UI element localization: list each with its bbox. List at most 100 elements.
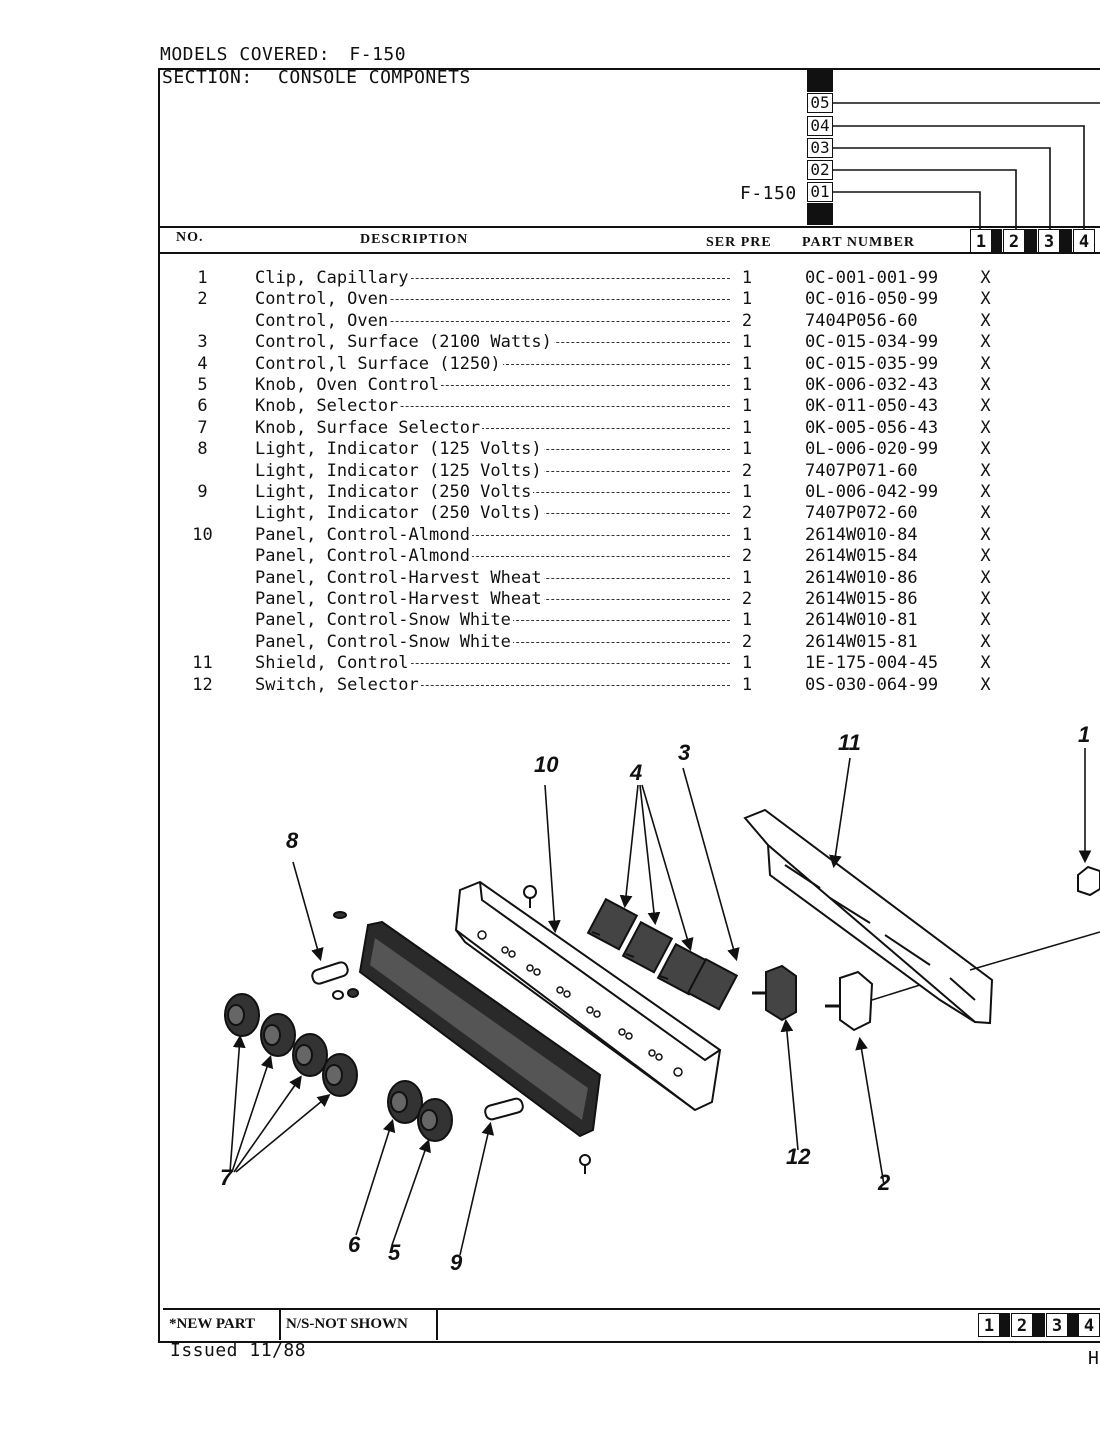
part-no: 1 bbox=[197, 268, 208, 288]
table-row: 12 Switch, Selector 1 0S-030-064-99 X bbox=[0, 674, 1100, 696]
part-description: Panel, Control-Harvest Wheat bbox=[255, 589, 730, 610]
part-no: 12 bbox=[192, 674, 213, 695]
control-knob-shafts-icon bbox=[591, 931, 669, 980]
part-description: Knob, Surface Selector bbox=[255, 417, 730, 439]
model-col-2: 2 bbox=[1003, 229, 1025, 253]
part-description-text: Control, Oven bbox=[255, 289, 391, 310]
header-rule-bottom bbox=[158, 252, 1100, 254]
part-description: Control,l Surface (1250) bbox=[255, 353, 730, 375]
callout-9: 9 bbox=[450, 1250, 463, 1275]
capillary-line bbox=[969, 931, 1100, 971]
part-number: 0S-030-064-99 bbox=[805, 674, 939, 695]
part-description-text: Light, Indicator (250 Volts) bbox=[255, 503, 544, 524]
part-ser-pre: 1 bbox=[741, 482, 753, 502]
model-col-divider bbox=[1060, 229, 1072, 253]
model-col-3: 3 bbox=[1038, 229, 1060, 253]
part-description: Knob, Oven Control bbox=[255, 375, 730, 396]
part-description: Light, Indicator (125 Volts) bbox=[255, 460, 730, 482]
callout-6: 6 bbox=[348, 1232, 361, 1257]
part-number: 2614W010-86 bbox=[805, 567, 918, 588]
part-description: Light, Indicator (125 Volts) bbox=[255, 439, 730, 460]
selector-knob-icon bbox=[387, 1080, 423, 1124]
model-code: F-150 bbox=[740, 183, 797, 204]
part-description-text: Light, Indicator (250 Volts bbox=[255, 482, 534, 502]
clip-capillary-icon bbox=[1077, 865, 1100, 897]
footer-new-part: *NEW PART bbox=[165, 1310, 281, 1340]
part-number: 0C-015-034-99 bbox=[805, 332, 939, 353]
part-ser-pre: 2 bbox=[741, 631, 753, 652]
part-no: 3 bbox=[197, 332, 208, 353]
screw-icon bbox=[523, 885, 591, 1174]
section-title: SECTION: CONSOLE COMPONETS bbox=[162, 67, 471, 88]
part-ser-pre: 2 bbox=[741, 460, 753, 481]
part-no: 2 bbox=[197, 289, 208, 310]
part-description: Shield, Control bbox=[255, 653, 730, 674]
part-ser-pre: 1 bbox=[741, 289, 753, 310]
part-number: 2614W010-81 bbox=[805, 610, 918, 631]
part-description-text: Control, Oven bbox=[255, 310, 391, 331]
part-applies-mark: X bbox=[980, 653, 991, 674]
parts-sheet-frame bbox=[158, 68, 1100, 1343]
footer-col-divider bbox=[1033, 1313, 1045, 1337]
model-col-4: 4 bbox=[1073, 229, 1095, 253]
part-ser-pre: 1 bbox=[741, 653, 753, 674]
part-description: Panel, Control-Harvest Wheat bbox=[255, 567, 730, 589]
part-ser-pre: 1 bbox=[741, 353, 753, 374]
exploded-diagram bbox=[224, 748, 1100, 1256]
models-covered-label: MODELS COVERED: bbox=[160, 44, 331, 65]
part-number: 0C-015-035-99 bbox=[805, 353, 939, 374]
part-description-text: Switch, Selector bbox=[255, 674, 421, 695]
footer-model-col-4: 4 bbox=[1078, 1313, 1100, 1337]
part-applies-mark: X bbox=[980, 375, 991, 395]
serial-prefix-02: 02 bbox=[807, 160, 833, 180]
section-label: SECTION: bbox=[162, 67, 253, 88]
surface-control-icon bbox=[586, 897, 739, 1011]
part-description: Panel, Control-Almond bbox=[255, 546, 730, 567]
part-applies-mark: X bbox=[980, 353, 991, 374]
panel-faceplate-icon bbox=[358, 920, 602, 1138]
part-applies-mark: X bbox=[980, 289, 991, 310]
part-description-text: Clip, Capillary bbox=[255, 268, 411, 288]
part-applies-mark: X bbox=[980, 417, 991, 438]
part-no: 7 bbox=[197, 417, 208, 438]
part-ser-pre: 1 bbox=[741, 674, 753, 695]
part-applies-mark: X bbox=[980, 310, 991, 331]
part-applies-mark: X bbox=[980, 524, 991, 545]
part-ser-pre: 2 bbox=[741, 589, 753, 609]
part-applies-mark: X bbox=[980, 674, 991, 695]
col-description: DESCRIPTION bbox=[360, 232, 469, 247]
part-ser-pre: 2 bbox=[741, 310, 753, 331]
part-description: Panel, Control-Almond bbox=[255, 524, 730, 546]
part-ser-pre: 1 bbox=[741, 439, 753, 460]
part-applies-mark: X bbox=[980, 268, 991, 288]
part-description-text: Shield, Control bbox=[255, 653, 411, 674]
callout-leader-lines bbox=[229, 748, 1092, 1256]
callout-3: 3 bbox=[678, 740, 691, 765]
part-no: 10 bbox=[192, 524, 213, 545]
part-number: 0L-006-020-99 bbox=[805, 439, 939, 460]
part-number: 7407P071-60 bbox=[805, 460, 918, 481]
part-description-text: Knob, Selector bbox=[255, 396, 401, 417]
part-number: 1E-175-004-45 bbox=[805, 653, 939, 674]
part-description: Switch, Selector bbox=[255, 674, 730, 696]
page-fragment: H bbox=[1088, 1348, 1100, 1369]
part-description-text: Panel, Control-Harvest Wheat bbox=[255, 567, 544, 588]
part-description: Control, Oven bbox=[255, 310, 730, 332]
part-applies-mark: X bbox=[980, 631, 991, 652]
callout-8: 8 bbox=[286, 828, 299, 853]
part-description: Light, Indicator (250 Volts) bbox=[255, 503, 730, 524]
part-ser-pre: 1 bbox=[741, 610, 753, 631]
footer-col-divider bbox=[1068, 1313, 1080, 1337]
part-description-text: Control,l Surface (1250) bbox=[255, 353, 503, 374]
part-no: 4 bbox=[197, 353, 208, 374]
footer-rule bbox=[163, 1308, 1100, 1310]
part-applies-mark: X bbox=[980, 482, 991, 502]
